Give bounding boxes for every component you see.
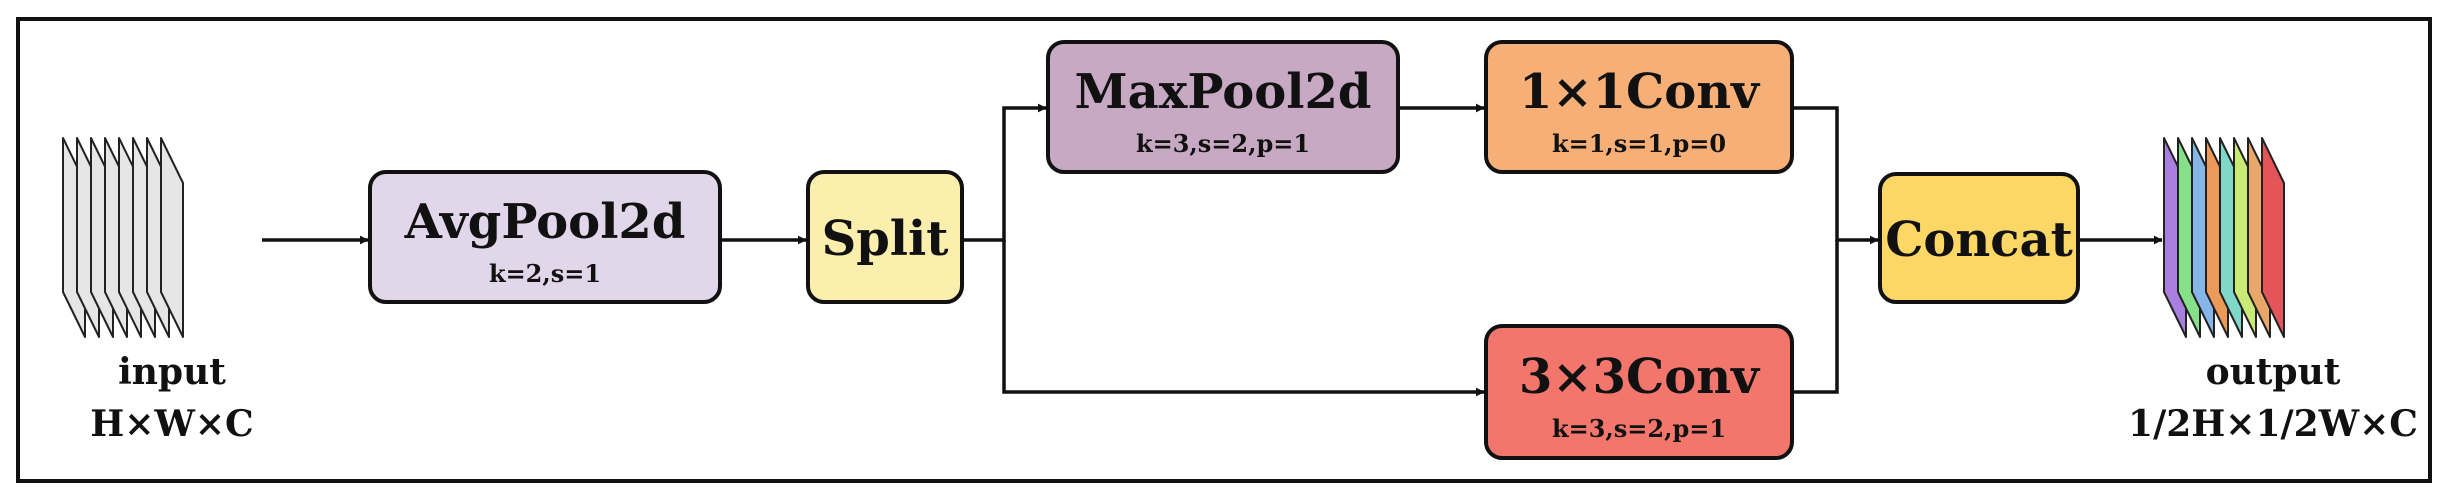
split-title: Split [822, 211, 949, 267]
avgpool-block: AvgPool2d k=2,s=1 [368, 170, 722, 304]
avgpool-box [368, 170, 722, 304]
line-conv3x3-to-concat [1794, 240, 1839, 394]
avgpool-title: AvgPool2d [404, 194, 686, 250]
conv3x3-box [1484, 324, 1794, 460]
input-shape-label: H×W×C [90, 403, 253, 445]
line-conv1x1-to-concat [1794, 106, 1879, 245]
split-block: Split [806, 170, 964, 304]
conv3x3-block: 3×3Conv k=3,s=2,p=1 [1484, 324, 1794, 460]
concat-box [1878, 172, 2080, 304]
input-sheet [160, 137, 184, 338]
concat-title: Concat [1885, 212, 2073, 268]
input-label: input [118, 351, 226, 393]
maxpool-box [1046, 40, 1400, 174]
input-feature-map-icon [62, 137, 184, 338]
output-shape-label: 1/2H×1/2W×C [2128, 403, 2418, 445]
conv1x1-block: 1×1Conv k=1,s=1,p=0 [1484, 40, 1794, 174]
split-box [806, 170, 964, 304]
output-sheet [2261, 137, 2285, 338]
conv1x1-params: k=1,s=1,p=0 [1552, 129, 1726, 158]
output-label: output [2206, 351, 2341, 393]
conv1x1-box [1484, 40, 1794, 174]
maxpool-title: MaxPool2d [1075, 64, 1372, 120]
arrow-split-to-maxpool [964, 103, 1047, 242]
concat-block: Concat [1878, 172, 2080, 304]
output-feature-map-icon [2163, 137, 2285, 338]
avgpool-params: k=2,s=1 [489, 259, 601, 288]
maxpool-params: k=3,s=2,p=1 [1136, 129, 1310, 158]
maxpool-block: MaxPool2d k=3,s=2,p=1 [1046, 40, 1400, 174]
conv1x1-title: 1×1Conv [1519, 64, 1761, 120]
conv3x3-title: 3×3Conv [1519, 349, 1761, 405]
conv3x3-params: k=3,s=2,p=1 [1552, 414, 1726, 443]
arrow-split-to-conv3x3 [1002, 240, 1485, 397]
